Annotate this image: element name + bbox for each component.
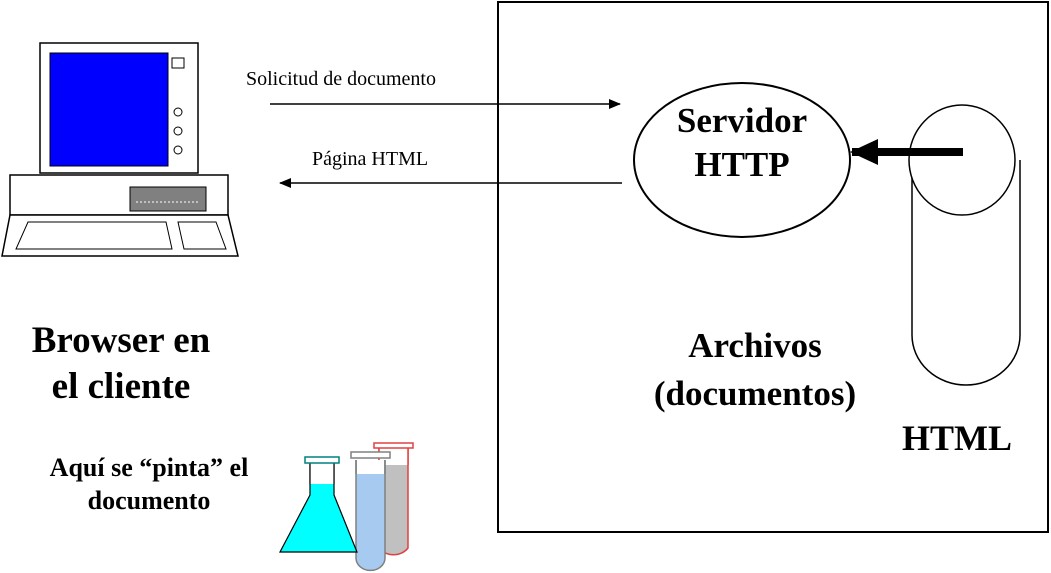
server-title-line1: Servidor [676, 101, 808, 140]
server-box [497, 1, 1049, 533]
client-title-line1: Browser en [31, 320, 211, 361]
storage-cylinder-icon [908, 104, 1021, 386]
response-label: Página HTML [312, 148, 429, 170]
monitor-screen [49, 52, 169, 167]
server-title-line2: HTTP [694, 145, 790, 184]
files-title-line2: (documentos) [653, 374, 857, 413]
client-caption-line1: Aquí se “pinta” el [49, 453, 249, 482]
request-label: Solicitud de documento [246, 68, 436, 90]
client-title-line2: el cliente [51, 366, 191, 407]
storage-label: HTML [902, 418, 1013, 458]
computer-icon [1, 42, 239, 257]
files-title-line1: Archivos [688, 326, 822, 365]
client-caption-line2: documento [87, 486, 211, 515]
lab-glassware-icon [279, 442, 414, 572]
